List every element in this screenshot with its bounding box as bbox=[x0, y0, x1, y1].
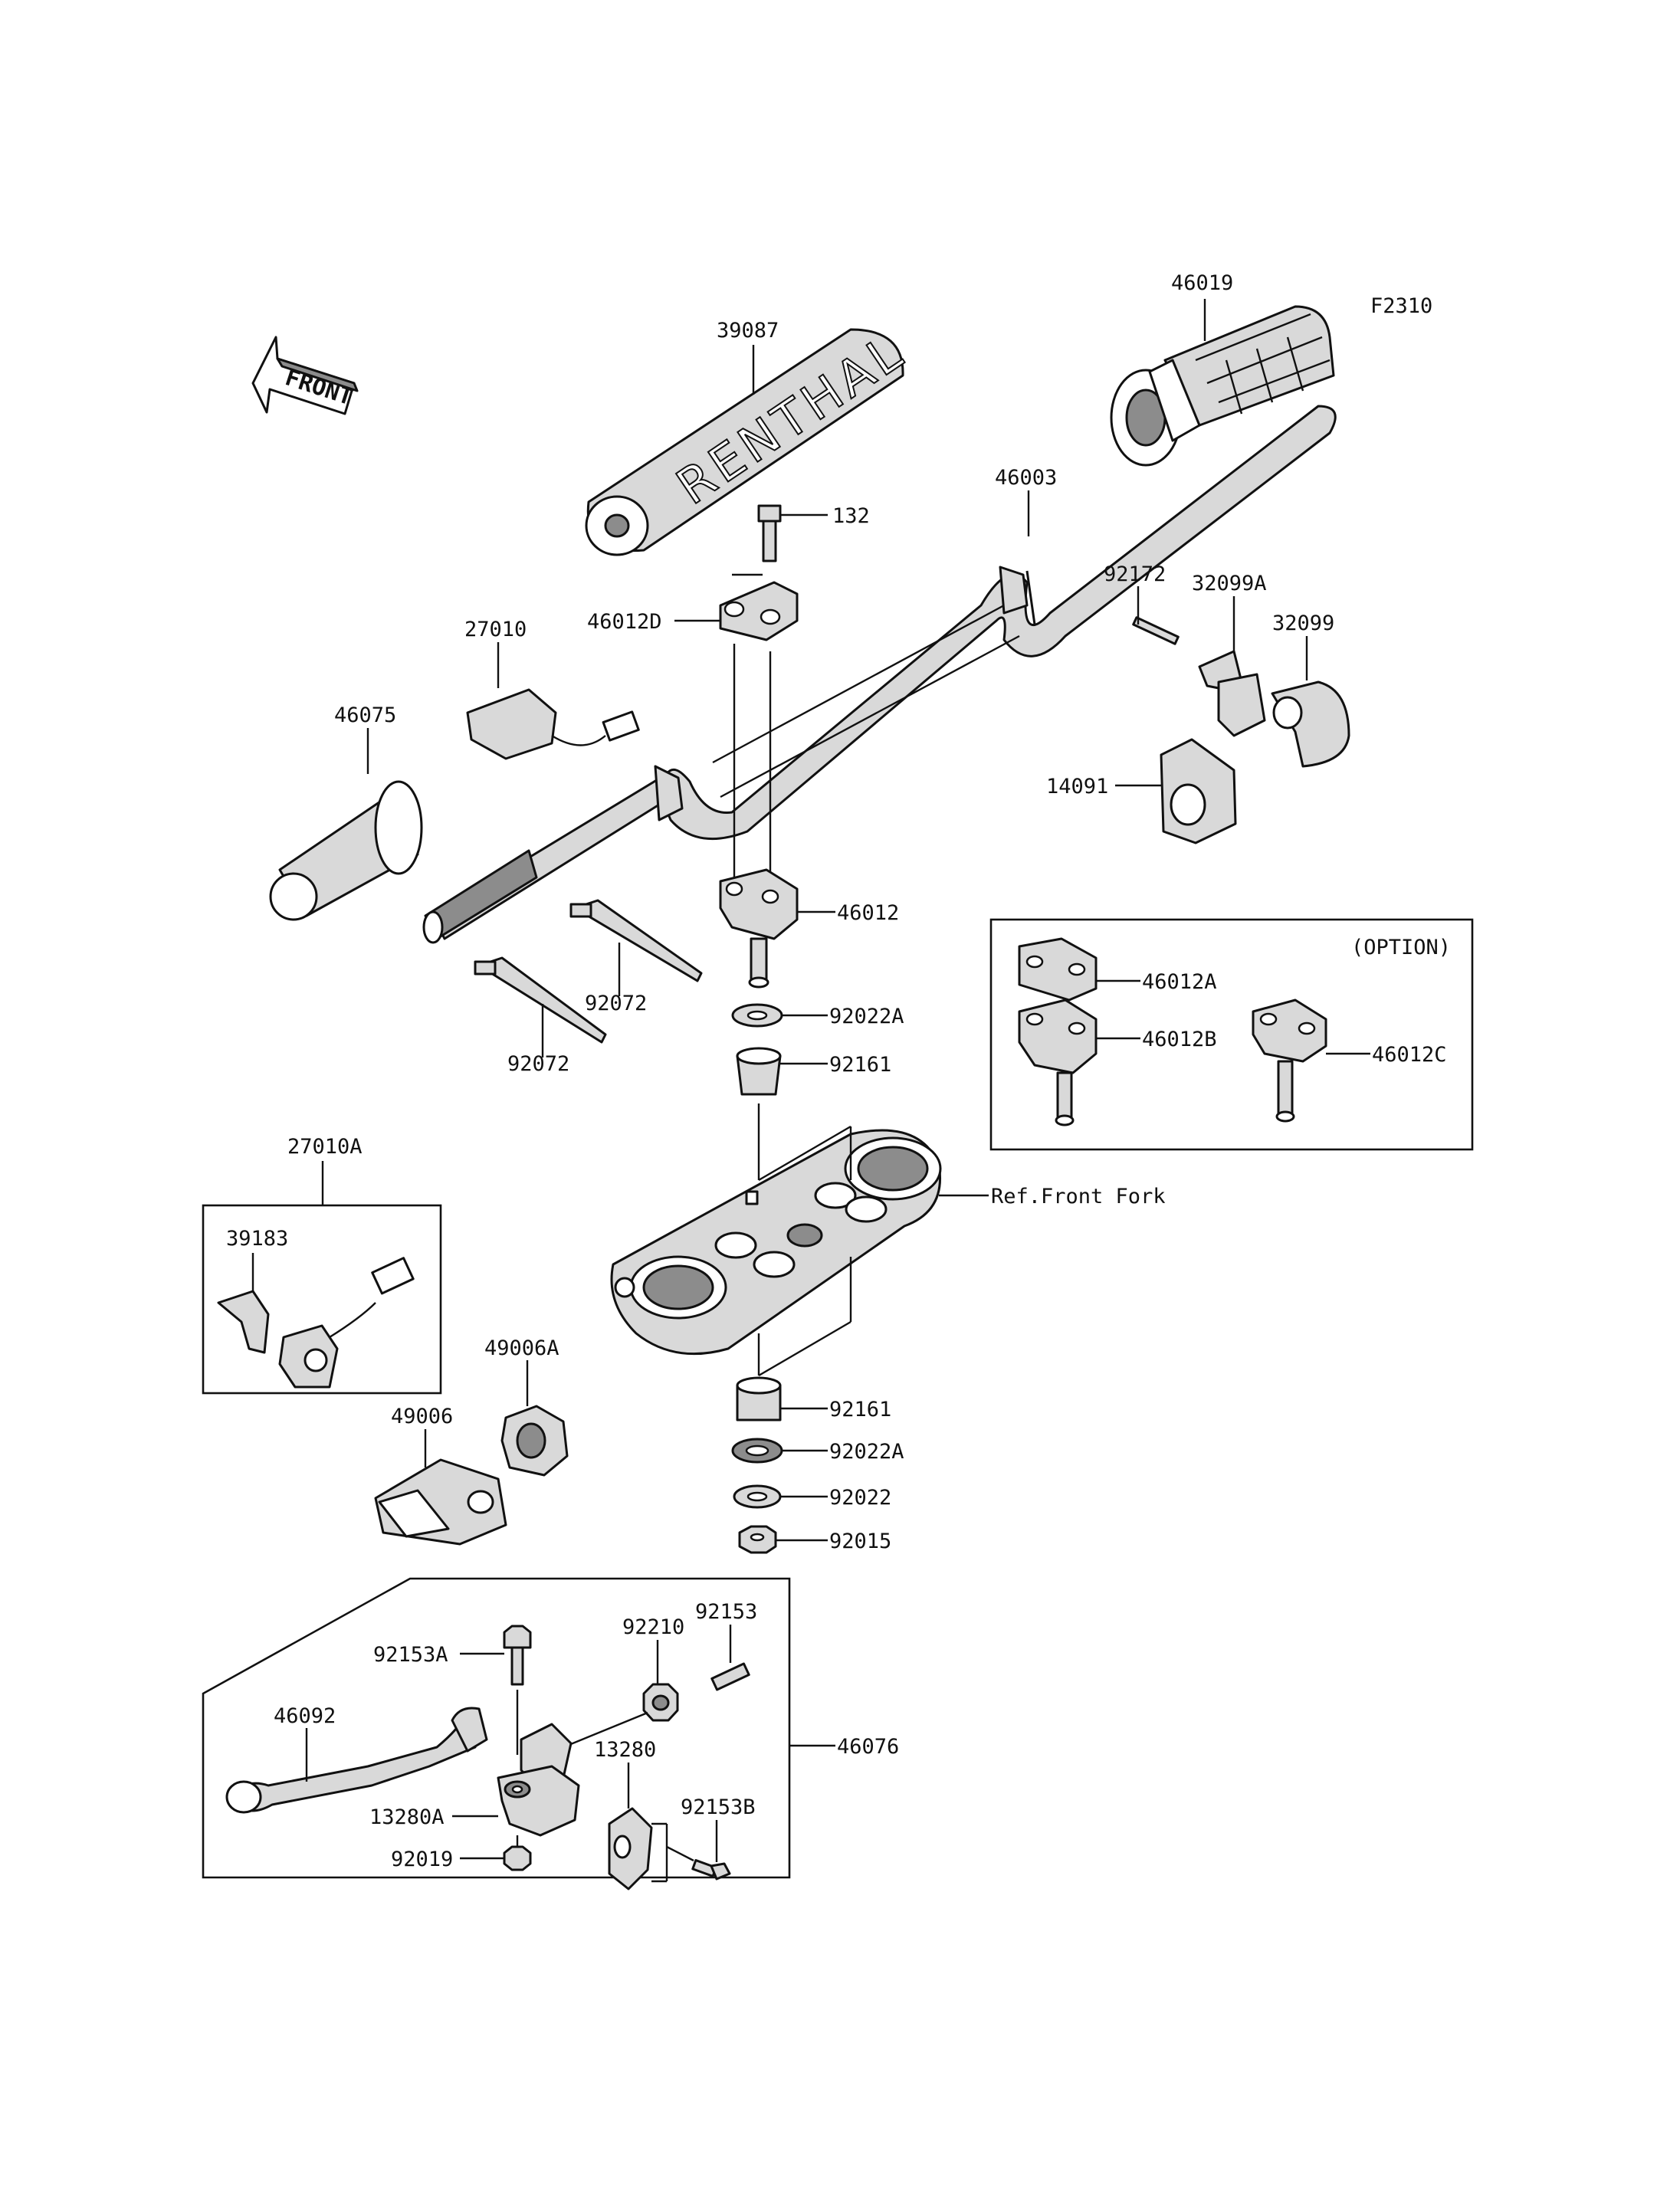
throttle-grip[interactable] bbox=[1110, 305, 1335, 467]
label-39087: 39087 bbox=[717, 319, 779, 343]
front-arrow-icon: FRONT bbox=[251, 336, 359, 415]
label-46012D: 46012D bbox=[587, 610, 662, 634]
housing-49006[interactable] bbox=[374, 1458, 507, 1546]
engine-stop-switch-27010[interactable] bbox=[466, 688, 640, 760]
nut-92015[interactable] bbox=[738, 1525, 777, 1554]
label-46092: 46092 bbox=[274, 1704, 336, 1728]
washer-92022A-top[interactable] bbox=[731, 1003, 783, 1028]
label-46019: 46019 bbox=[1171, 271, 1233, 295]
adjuster-49006A[interactable] bbox=[500, 1405, 569, 1477]
label-92153B: 92153B bbox=[681, 1795, 756, 1819]
cover-32099[interactable] bbox=[1271, 680, 1350, 768]
label-92161-bottom: 92161 bbox=[829, 1398, 891, 1421]
label-92172: 92172 bbox=[1104, 562, 1166, 586]
ref-front-fork: Ref.Front Fork bbox=[991, 1185, 1166, 1208]
bolt-132[interactable] bbox=[757, 504, 782, 562]
label-92153A: 92153A bbox=[373, 1643, 448, 1667]
label-92015: 92015 bbox=[829, 1530, 891, 1553]
washer-92022A-bottom[interactable] bbox=[731, 1438, 783, 1464]
label-46012B: 46012B bbox=[1142, 1028, 1217, 1051]
cable-tie-upper[interactable] bbox=[569, 899, 703, 982]
label-132: 132 bbox=[832, 504, 870, 528]
clamp-46012C[interactable] bbox=[1252, 998, 1327, 1123]
label-92161-top: 92161 bbox=[829, 1053, 891, 1077]
label-13280: 13280 bbox=[594, 1738, 656, 1762]
label-46075: 46075 bbox=[334, 703, 396, 727]
lower-clamp-46012[interactable] bbox=[719, 868, 799, 989]
cover-32099A[interactable] bbox=[1198, 650, 1266, 737]
label-46003: 46003 bbox=[995, 466, 1057, 490]
label-27010A: 27010A bbox=[287, 1135, 363, 1159]
label-46076: 46076 bbox=[837, 1735, 899, 1759]
label-13280A: 13280A bbox=[369, 1805, 445, 1829]
diagram-code: F2310 bbox=[1370, 294, 1432, 318]
washer-92022[interactable] bbox=[733, 1484, 782, 1509]
option-label: (OPTION) bbox=[1351, 936, 1451, 959]
cable-tie-lower[interactable] bbox=[474, 956, 607, 1044]
nut-92210[interactable] bbox=[642, 1683, 679, 1722]
bolt-92172[interactable] bbox=[1132, 616, 1180, 645]
lever-perch[interactable] bbox=[497, 1723, 580, 1837]
upper-clamp-46012D[interactable] bbox=[719, 581, 799, 641]
bar-pad-print: RENTHAL bbox=[667, 323, 915, 516]
label-92153: 92153 bbox=[695, 1600, 757, 1624]
label-92072-upper: 92072 bbox=[585, 992, 647, 1015]
label-46012: 46012 bbox=[837, 901, 899, 925]
engine-stop-switch-kit[interactable] bbox=[278, 1257, 415, 1389]
label-49006A: 49006A bbox=[484, 1336, 559, 1360]
clamp-46012B[interactable] bbox=[1018, 998, 1098, 1126]
switch-kit-box bbox=[202, 1204, 442, 1395]
label-92022: 92022 bbox=[829, 1486, 891, 1510]
label-49006: 49006 bbox=[391, 1405, 453, 1428]
handlebar[interactable] bbox=[422, 405, 1337, 944]
clutch-side-grip[interactable] bbox=[269, 780, 423, 921]
clutch-lever-46092[interactable] bbox=[225, 1707, 488, 1814]
label-92210: 92210 bbox=[622, 1615, 684, 1639]
label-27010: 27010 bbox=[464, 618, 527, 641]
label-39183: 39183 bbox=[226, 1227, 288, 1251]
label-46012C: 46012C bbox=[1372, 1043, 1447, 1067]
damper-92161-bottom[interactable] bbox=[736, 1376, 782, 1421]
label-32099A: 32099A bbox=[1192, 572, 1267, 595]
clutch-lever-assembly-box bbox=[202, 1577, 791, 1879]
clamp-46012A[interactable] bbox=[1018, 937, 1098, 1002]
label-92022A-top: 92022A bbox=[829, 1005, 904, 1028]
bolt-92153A[interactable] bbox=[503, 1625, 532, 1686]
upper-triple-clamp[interactable] bbox=[610, 1129, 942, 1356]
label-32099: 32099 bbox=[1272, 612, 1334, 635]
label-14091: 14091 bbox=[1046, 775, 1108, 798]
label-92019: 92019 bbox=[391, 1848, 453, 1871]
nut-92019[interactable] bbox=[503, 1845, 532, 1871]
perch-clamp-13280[interactable] bbox=[608, 1807, 653, 1890]
switch-holder-39183[interactable] bbox=[217, 1290, 270, 1354]
damper-92161-top[interactable] bbox=[736, 1047, 782, 1096]
label-46012A: 46012A bbox=[1142, 970, 1217, 994]
throttle-cover-14091[interactable] bbox=[1160, 738, 1237, 844]
screw-92153[interactable] bbox=[710, 1662, 750, 1691]
label-92022A-bottom: 92022A bbox=[829, 1440, 904, 1464]
label-92072-lower: 92072 bbox=[507, 1052, 569, 1076]
screw-92153B[interactable] bbox=[691, 1859, 731, 1881]
option-box bbox=[989, 918, 1474, 1151]
